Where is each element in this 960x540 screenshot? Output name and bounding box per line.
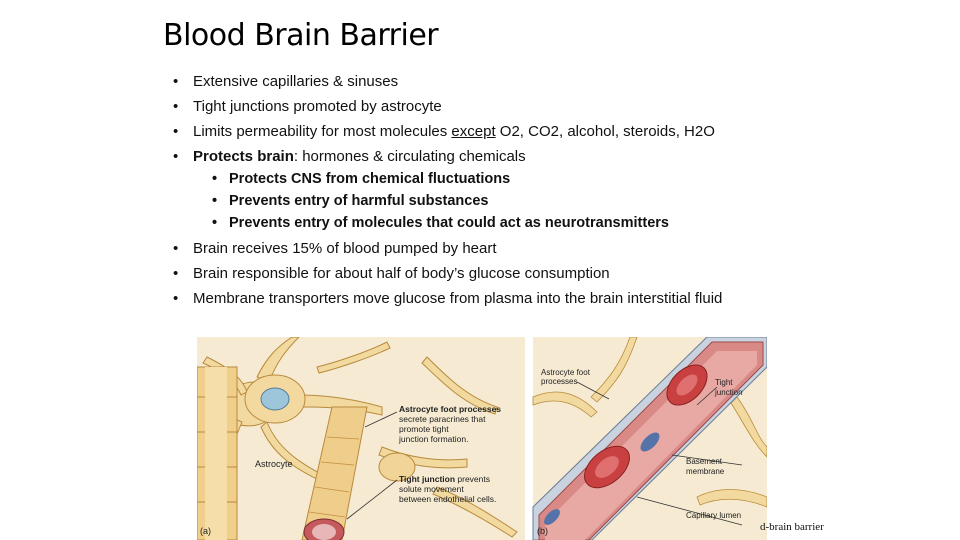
source-caption: d-brain barrier bbox=[760, 521, 824, 533]
bullet-dot: • bbox=[173, 240, 179, 257]
sub-bullet-item: • Prevents entry of molecules that could… bbox=[212, 215, 669, 231]
bullet-dot: • bbox=[173, 98, 179, 115]
callout-astrocyte-foot-title: Astrocyte foot processes bbox=[399, 404, 501, 414]
bullet-item: • Limits permeability for most molecules… bbox=[173, 123, 715, 140]
label-astrocyte: Astrocyte bbox=[255, 459, 293, 469]
label-tight-junction: Tight bbox=[715, 378, 733, 387]
label-astrocyte-foot-processes: processes bbox=[541, 377, 577, 386]
sub-bullet-item: • Prevents entry of harmful substances bbox=[212, 193, 489, 209]
panel-a-illustration: Astrocyte foot processes secrete paracri… bbox=[197, 337, 525, 540]
bullet-item: • Brain receives 15% of blood pumped by … bbox=[173, 240, 497, 257]
bullet-dot: • bbox=[173, 73, 179, 90]
bullet-text: Membrane transporters move glucose from … bbox=[193, 290, 723, 307]
callout-tight-junction-title: Tight junction bbox=[399, 474, 455, 484]
bullet-item: • Tight junctions promoted by astrocyte bbox=[173, 98, 442, 115]
bullet-text: Extensive capillaries & sinuses bbox=[193, 73, 399, 90]
callout-tight-junction-line1: Tight junction prevents bbox=[399, 474, 490, 484]
bullet-dot: • bbox=[173, 290, 179, 307]
bullet-dot: • bbox=[212, 215, 218, 231]
bullet-text: Tight junctions promoted by astrocyte bbox=[193, 98, 442, 115]
callout-astrocyte-foot-line: promote tight bbox=[399, 424, 449, 434]
label-tight-junction: junction bbox=[714, 388, 743, 397]
label-astrocyte-foot-processes: Astrocyte foot bbox=[541, 368, 591, 377]
bullet-dot: • bbox=[173, 148, 179, 165]
callout-tight-junction-line: between endothelial cells. bbox=[399, 494, 496, 504]
callout-tight-junction-line: solute movement bbox=[399, 484, 464, 494]
panel-b-label: (b) bbox=[537, 526, 548, 536]
label-capillary-lumen: Capillary lumen bbox=[686, 511, 741, 520]
bullet-text: O2, CO2, alcohol, steroids, H2O bbox=[495, 123, 715, 140]
panel-b-illustration: Astrocyte foot processes Tight junction … bbox=[532, 337, 767, 540]
page-title: Blood Brain Barrier bbox=[163, 18, 439, 53]
bullet-text: Protects CNS from chemical fluctuations bbox=[229, 171, 511, 187]
bullet-text-underlined: except bbox=[451, 123, 496, 140]
capillary-diagonal bbox=[301, 406, 368, 540]
bullet-dot: • bbox=[212, 171, 218, 187]
callout-astrocyte-foot-line: junction formation. bbox=[398, 434, 468, 444]
bullet-text: Prevents entry of harmful substances bbox=[229, 193, 489, 209]
bullet-dot: • bbox=[173, 265, 179, 282]
bullet-item: • Membrane transporters move glucose fro… bbox=[173, 290, 723, 307]
bullet-text: Brain receives 15% of blood pumped by he… bbox=[193, 240, 497, 257]
bullet-text-bold: Protects brain bbox=[193, 148, 294, 165]
bullet-dot: • bbox=[173, 123, 179, 140]
bullet-text: Prevents entry of molecules that could a… bbox=[229, 215, 669, 231]
sub-bullet-item: • Protects CNS from chemical fluctuation… bbox=[212, 171, 511, 187]
label-basement-membrane: Basement bbox=[686, 457, 723, 466]
bullet-text: Limits permeability for most molecules bbox=[193, 123, 452, 140]
bullet-item: • Protects brain: hormones & circulating… bbox=[173, 148, 526, 165]
label-basement-membrane: membrane bbox=[686, 467, 725, 476]
panel-a-label: (a) bbox=[200, 526, 211, 536]
capillary-left bbox=[197, 366, 238, 540]
callout-astrocyte-foot-line: secrete paracrines that bbox=[399, 414, 486, 424]
bullet-dot: • bbox=[212, 193, 218, 209]
bullet-text: : hormones & circulating chemicals bbox=[293, 148, 526, 165]
bullet-text: Brain responsible for about half of body… bbox=[193, 265, 610, 282]
blood-brain-barrier-figure: Astrocyte foot processes secrete paracri… bbox=[197, 337, 767, 540]
bullet-item: • Brain responsible for about half of bo… bbox=[173, 265, 610, 282]
callout-tight-junction-rest: prevents bbox=[455, 474, 490, 484]
bullet-item: • Extensive capillaries & sinuses bbox=[173, 73, 399, 90]
